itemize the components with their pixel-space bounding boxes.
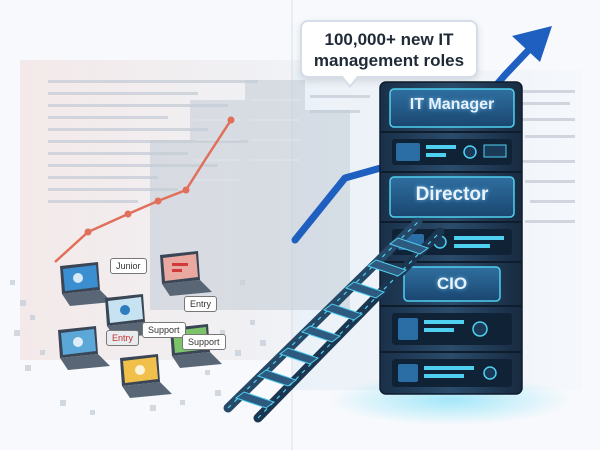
callout-line-2: management roles xyxy=(313,51,465,70)
growth-arrow-head xyxy=(512,26,552,62)
tag-support-right: Support xyxy=(182,334,226,350)
plate-it-manager xyxy=(389,88,515,128)
tag-junior: Junior xyxy=(110,258,147,274)
plate-director xyxy=(389,176,515,218)
label-it-manager: IT Manager xyxy=(409,96,495,113)
plate-cio xyxy=(403,266,501,302)
tag-entry-left: Entry xyxy=(106,330,140,346)
label-cio: CIO xyxy=(436,274,468,293)
laptop-1 xyxy=(60,262,112,306)
code-background-left xyxy=(48,80,258,203)
label-director: Director xyxy=(415,184,489,205)
roles-callout: 100,000+ new IT management roles xyxy=(300,20,478,88)
laptop-4 xyxy=(58,326,110,370)
callout-tail-inner xyxy=(342,75,358,85)
laptop-2 xyxy=(160,251,212,296)
callout-line-1: 100,000+ new IT xyxy=(324,30,454,49)
trend-points xyxy=(84,116,235,236)
server-rack xyxy=(379,81,523,395)
rack-device-panels xyxy=(392,139,512,387)
city-skyline xyxy=(150,80,350,310)
laptop-6 xyxy=(120,354,172,398)
tag-entry-top: Entry xyxy=(184,296,218,312)
staircase xyxy=(223,217,445,423)
tag-support-mid: Support xyxy=(142,322,186,338)
